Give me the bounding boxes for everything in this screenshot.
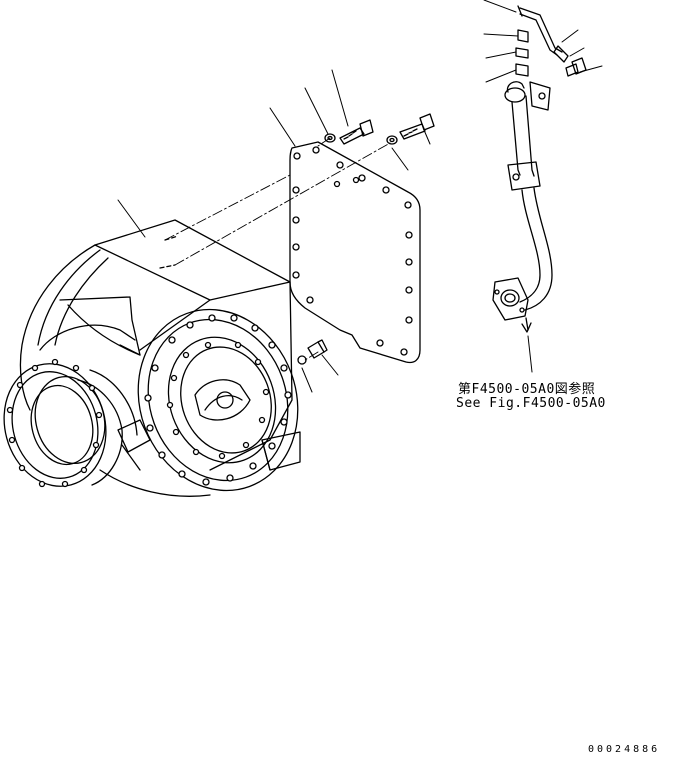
bolt-upper [339,119,374,145]
side-cover-plate [289,141,421,364]
washer-upper [324,133,336,143]
drawing-number: 00024886 [588,744,661,755]
bolt-right [399,113,435,140]
assembly-lines [164,137,391,361]
figure-reference-japanese: 第F4500-05A0図参照 [458,382,596,397]
drain-plug [297,339,328,365]
washer-right [386,135,398,145]
leader-lines [117,0,603,393]
figure-reference-english: See Fig.F4500-05A0 [456,396,606,411]
right-flange-ring [137,308,299,492]
left-front-flange [3,358,151,488]
